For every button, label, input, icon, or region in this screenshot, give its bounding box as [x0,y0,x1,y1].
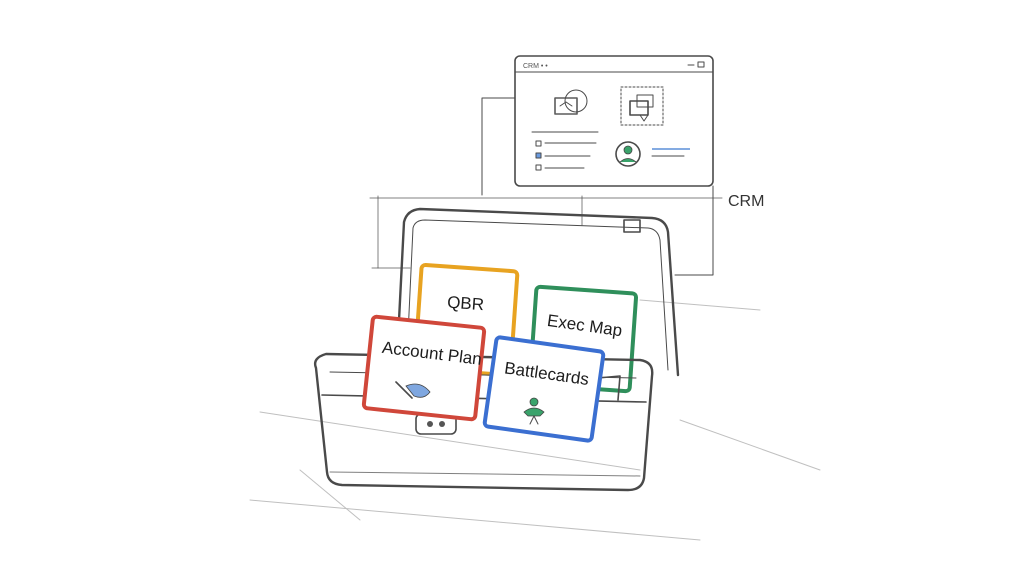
avatar-icon [616,142,690,166]
crm-label: CRM [728,193,764,210]
card-account-plan: Account Plan [363,316,484,419]
document-icon [621,87,663,125]
crm-window: CRM • • [515,56,713,186]
card-label: QBR [447,293,485,315]
checklist [532,132,598,170]
crm-window-title: CRM • • [523,63,548,70]
card-battlecards: Battlecards [484,337,603,441]
chat-icon [555,90,587,114]
